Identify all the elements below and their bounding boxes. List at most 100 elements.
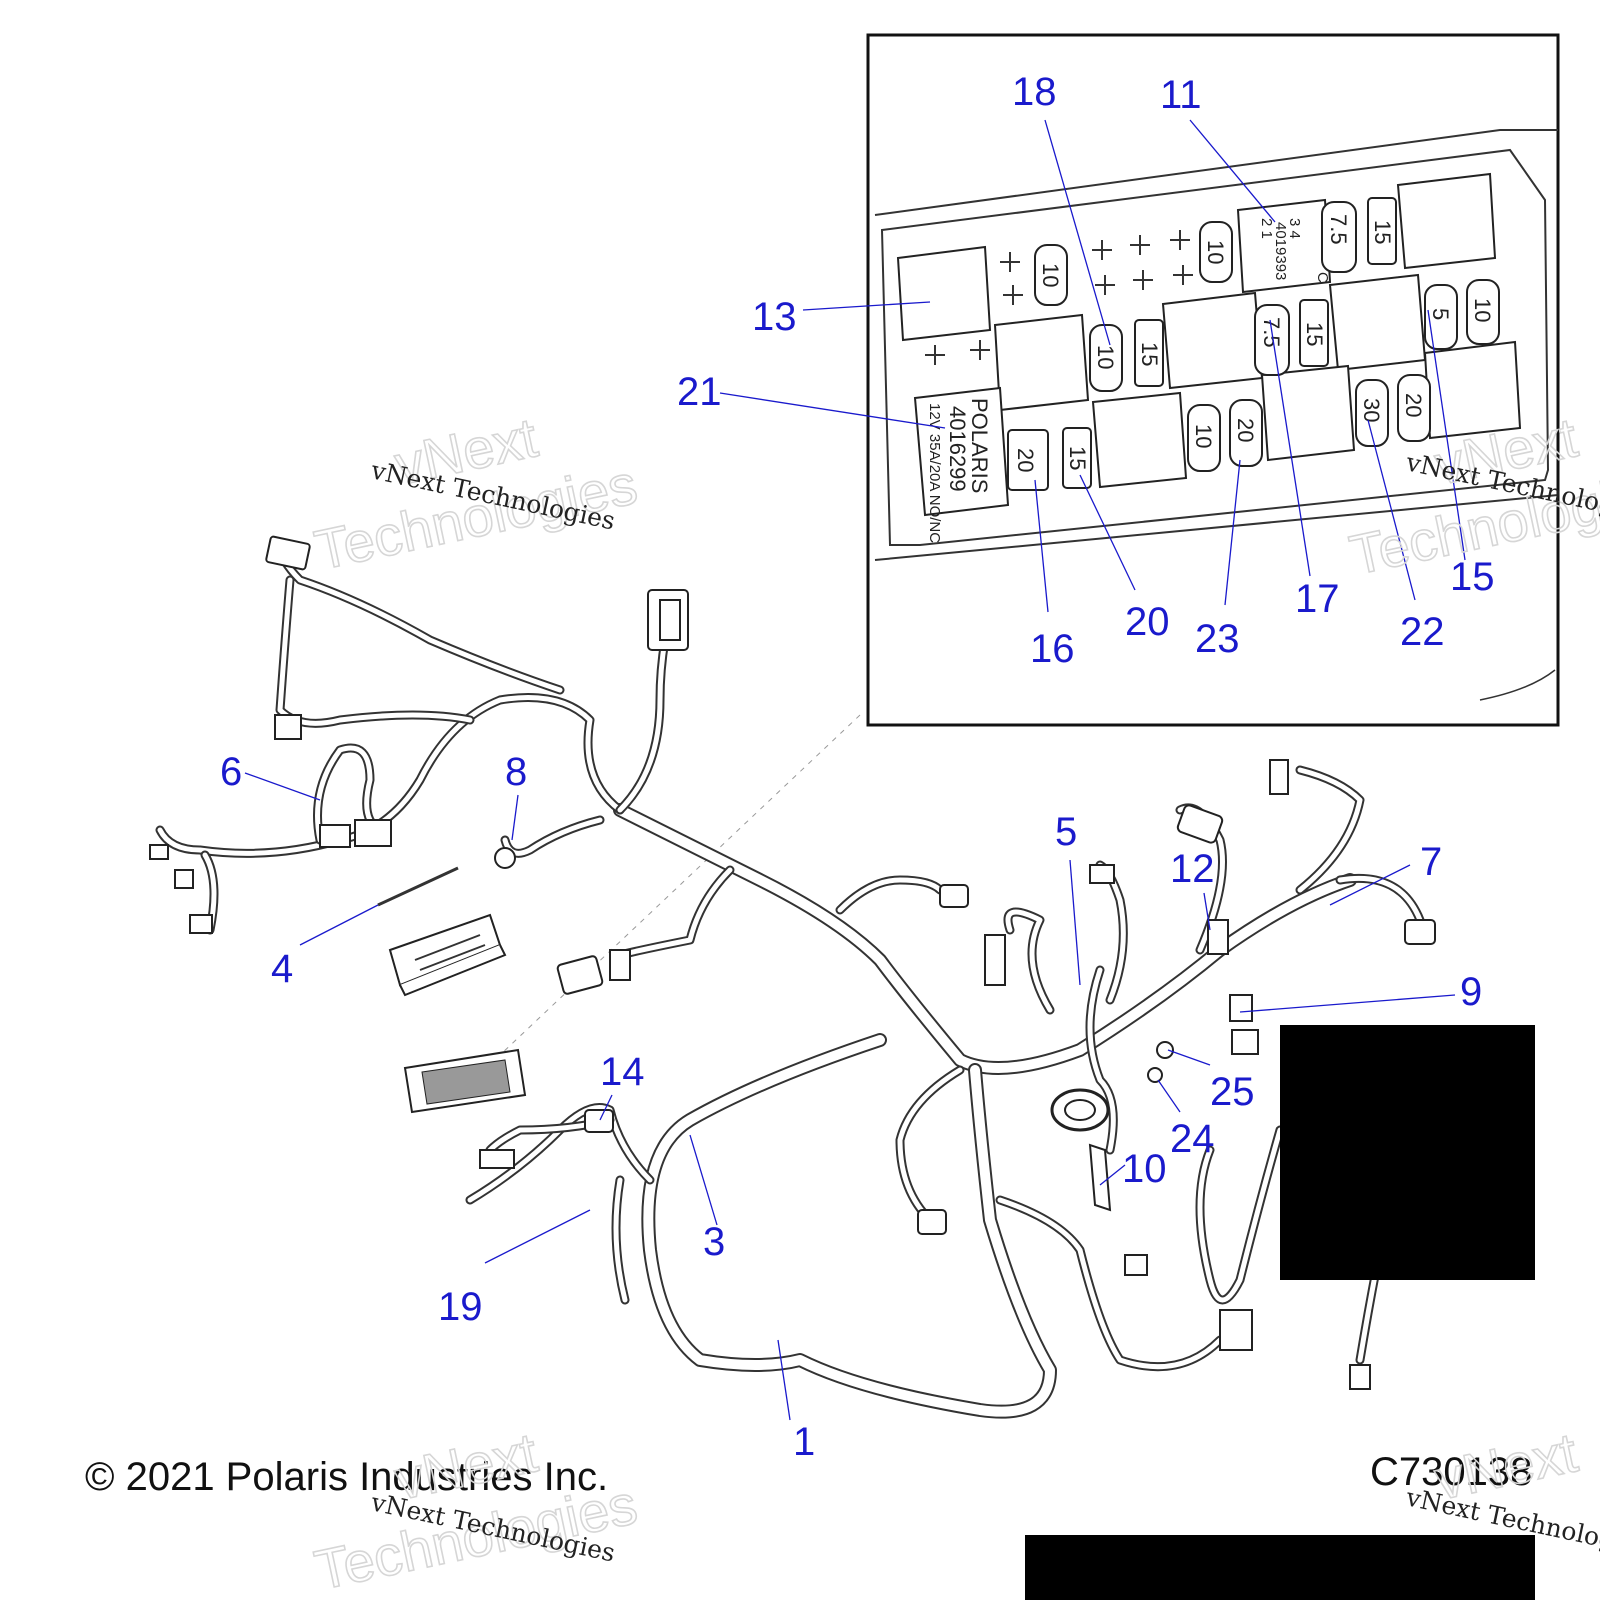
relay (896, 172, 1522, 489)
fuse: 20 (1229, 399, 1263, 467)
svg-text:5: 5 (1428, 308, 1453, 320)
callout-16: 16 (1030, 627, 1075, 671)
callout-9: 9 (1460, 970, 1482, 1014)
copyright-text: © 2021 Polaris Industries Inc. (85, 1455, 608, 1499)
callout-20: 20 (1125, 600, 1170, 644)
connector (1269, 759, 1289, 795)
fuse: 30 (1355, 379, 1389, 447)
callout-5: 5 (1055, 810, 1077, 854)
callout-10: 10 (1122, 1147, 1167, 1191)
callout-15: 15 (1450, 555, 1495, 599)
svg-text:20: 20 (1401, 393, 1426, 417)
callout-23: 23 (1195, 617, 1240, 661)
fuse: 10 (1199, 221, 1233, 283)
brand-rating: 12V 35A/20A NO/NC (926, 403, 943, 543)
callout-labels: 1 3 4 5 6 7 8 9 10 11 12 13 14 15 16 17 … (220, 70, 1495, 1464)
connector (1207, 919, 1229, 955)
projection-line (499, 714, 861, 1056)
callout-4: 4 (271, 947, 293, 991)
fuse: 10 (1466, 279, 1500, 345)
connector (584, 1109, 614, 1133)
connector (1176, 804, 1224, 844)
svg-text:15: 15 (1065, 446, 1090, 470)
fuse: 5 (1424, 284, 1458, 350)
callout-11: 11 (1160, 73, 1202, 117)
svg-text:30: 30 (1359, 398, 1384, 422)
callout-3: 3 (703, 1220, 725, 1264)
connector (917, 1209, 947, 1235)
callout-13: 13 (752, 295, 797, 339)
fuse: 7.5 (1254, 304, 1290, 376)
connector (1147, 1041, 1174, 1083)
terminal-symbols (925, 230, 1193, 365)
callout-24: 24 (1170, 1117, 1215, 1161)
connector (939, 884, 969, 908)
drawing-id: C730138 (1370, 1450, 1532, 1494)
svg-text:10: 10 (1191, 424, 1216, 448)
fuse: 15 (1367, 197, 1397, 265)
redaction-block (1025, 1535, 1535, 1600)
redaction-block (1280, 1025, 1535, 1280)
callout-1: 1 (793, 1420, 815, 1464)
connector (319, 819, 392, 848)
brand-part-number: 4016299 (945, 406, 970, 492)
polaris-label: POLARIS 4016299 12V 35A/20A NO/NC (913, 386, 1010, 543)
connector (984, 934, 1006, 986)
callout-6: 6 (220, 750, 242, 794)
callout-14: 14 (600, 1050, 645, 1094)
relay-part-number: 4019393 (1272, 222, 1289, 280)
connector (647, 589, 689, 651)
fuse: 7.5 (1321, 201, 1357, 273)
svg-text:15: 15 (1370, 220, 1395, 244)
svg-text:10: 10 (1203, 240, 1228, 264)
connector (556, 949, 631, 995)
svg-text:20: 20 (1013, 448, 1038, 472)
callout-21: 21 (677, 370, 722, 414)
svg-text:15: 15 (1137, 342, 1162, 366)
connector (265, 535, 311, 571)
connector (274, 714, 302, 740)
fuse: 20 (1397, 374, 1431, 442)
callout-12: 12 (1170, 847, 1215, 891)
brand-name: POLARIS (967, 398, 992, 493)
leader-lines (244, 119, 1466, 1421)
fuse-box-inset: 2 1 4019393 3 4 C POLARIS 4016299 12V 35… (866, 33, 1560, 727)
svg-text:10: 10 (1093, 345, 1118, 369)
callout-18: 18 (1012, 70, 1057, 114)
callout-8: 8 (505, 750, 527, 794)
fuse-array: 10 10 7.5 15 10 15 7.5 15 5 10 20 15 10 … (1007, 197, 1500, 491)
svg-text:10: 10 (1038, 263, 1063, 287)
callout-19: 19 (438, 1285, 483, 1329)
fuse-cover (388, 913, 507, 997)
connector (149, 844, 213, 934)
callout-7: 7 (1420, 840, 1442, 884)
fuse: 15 (1299, 299, 1329, 367)
svg-text:10: 10 (1470, 298, 1495, 322)
connector (1404, 919, 1436, 945)
fuse: 10 (1187, 404, 1221, 472)
connector (1089, 864, 1115, 884)
callout-25: 25 (1210, 1070, 1255, 1114)
fuse: 15 (1134, 319, 1164, 387)
svg-text:7.5: 7.5 (1326, 214, 1351, 245)
fuse-puller (377, 866, 459, 907)
svg-text:20: 20 (1233, 418, 1258, 442)
callout-17: 17 (1295, 577, 1340, 621)
connector (494, 847, 516, 869)
relay-label-4019393: 2 1 4019393 3 4 C (1236, 198, 1332, 294)
svg-text:15: 15 (1302, 322, 1327, 346)
relay-mark: C (1314, 272, 1331, 283)
fuse: 15 (1062, 427, 1092, 489)
fuse: 10 (1089, 324, 1123, 392)
connectors (149, 535, 1436, 1390)
fuse: 20 (1007, 429, 1049, 491)
connector (479, 1149, 515, 1169)
connector (1124, 1254, 1148, 1276)
connector (1219, 1309, 1253, 1351)
relay-pins-bottom: 3 4 (1286, 218, 1303, 239)
connector (1349, 1364, 1371, 1390)
relay-pins-top: 2 1 (1258, 218, 1275, 239)
fuse: 10 (1034, 244, 1068, 306)
connector (1229, 994, 1259, 1055)
